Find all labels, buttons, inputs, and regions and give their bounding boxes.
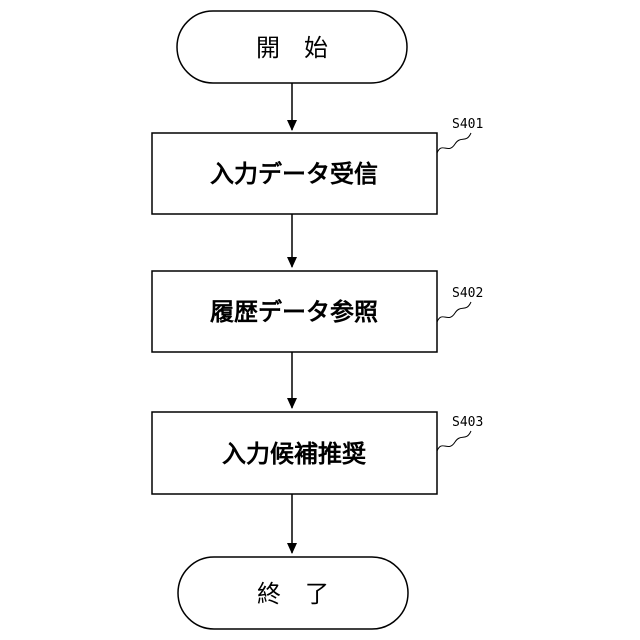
process-label-s403: 入力候補推奨: [222, 440, 367, 468]
end-label: 終 了: [257, 580, 329, 608]
step-id-s402: S402: [452, 286, 483, 301]
step-id-s401: S401: [452, 117, 483, 132]
process-label-s401: 入力データ受信: [210, 160, 378, 188]
end-terminator: 終 了: [178, 557, 408, 629]
step-leader-s401: [437, 133, 471, 153]
process-label-s402: 履歴データ参照: [210, 298, 378, 326]
process-step-s401: 入力データ受信 S401: [152, 117, 483, 214]
process-step-s403: 入力候補推奨 S403: [152, 412, 483, 494]
step-leader-s403: [437, 431, 471, 451]
start-label: 開 始: [256, 34, 328, 62]
step-id-s403: S403: [452, 415, 483, 430]
start-terminator: 開 始: [177, 11, 407, 83]
step-leader-s402: [437, 302, 471, 322]
process-step-s402: 履歴データ参照 S402: [152, 271, 483, 352]
